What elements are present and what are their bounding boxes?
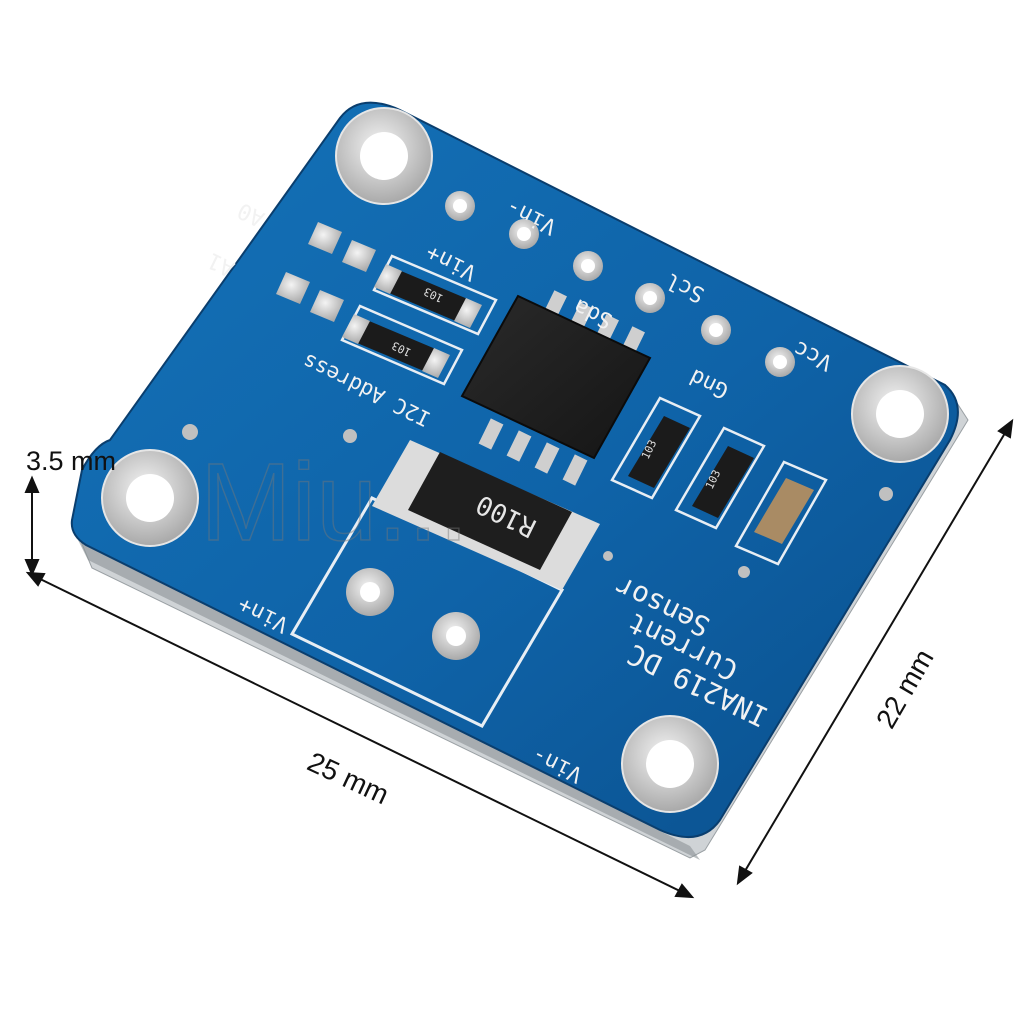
dimension-width-arrow <box>736 418 1014 886</box>
ina219-chip <box>460 290 652 486</box>
resistor-4 <box>674 426 766 530</box>
pcb-edge-shadow <box>78 540 700 860</box>
shunt-resistor <box>372 440 600 590</box>
resistor-1 <box>372 254 498 336</box>
watermark: Miu... <box>200 441 469 564</box>
mounting-hole-top-left <box>335 107 433 205</box>
dimension-thickness-label: 3.5 mm <box>26 446 117 476</box>
capacitor <box>734 460 828 566</box>
dimension-thickness-arrow <box>24 475 40 577</box>
terminal-holes <box>346 568 480 660</box>
dimension-length-arrow <box>25 571 695 899</box>
address-jumper-pads <box>276 222 376 322</box>
mounting-hole-bottom <box>621 715 719 813</box>
resistor-2 <box>340 304 464 386</box>
vias <box>182 424 893 578</box>
mounting-hole-left <box>101 449 199 547</box>
mounting-hole-right <box>851 365 949 463</box>
resistor-3 <box>610 396 702 500</box>
header-pin-holes <box>445 191 795 377</box>
